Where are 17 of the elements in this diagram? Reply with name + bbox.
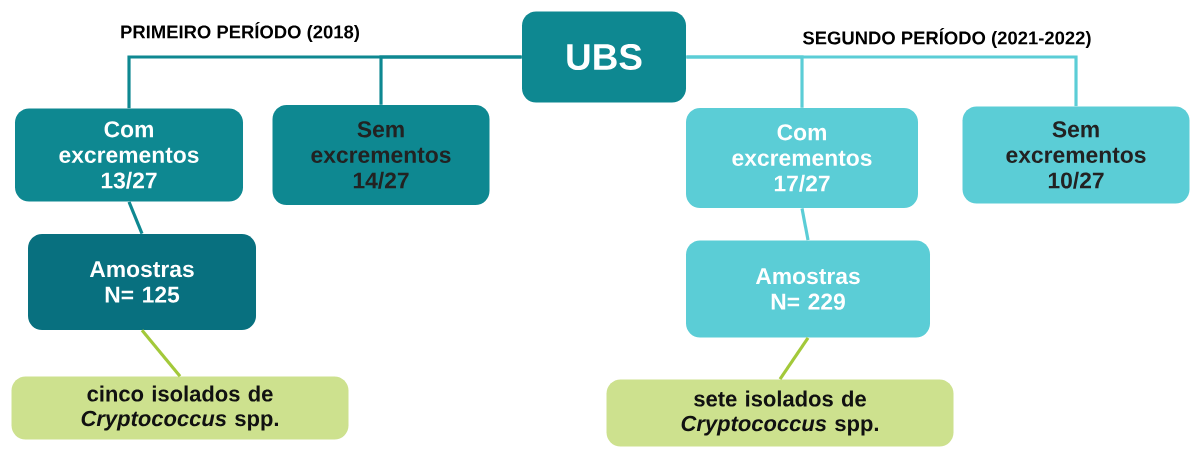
- rounded-box: sete isolados de Cryptococcus spp.: [606, 379, 954, 447]
- connector-line: [800, 208, 810, 241]
- connector-line: [127, 201, 144, 235]
- heading: SEGUNDO PERÍODO (2021-2022): [802, 27, 1091, 49]
- rounded-box: Amostras N= 125: [28, 234, 256, 330]
- rounded-box: Sem excrementos 10/27: [962, 106, 1190, 204]
- rounded-box: Amostras N= 229: [686, 240, 930, 338]
- rounded-box: UBS: [522, 11, 686, 103]
- connector-line: [778, 336, 810, 381]
- rounded-box: Com excrementos 17/27: [686, 108, 918, 208]
- rounded-box: Com excrementos 13/27: [15, 108, 243, 202]
- connector-line: [379, 55, 522, 105]
- heading: PRIMEIRO PERÍODO (2018): [121, 21, 359, 43]
- rounded-box: Sem excrementos 14/27: [272, 105, 490, 205]
- rounded-box: cinco isolados de Cryptococcus spp.: [11, 376, 349, 440]
- connector-line: [140, 329, 182, 378]
- connector-line: [686, 55, 1078, 107]
